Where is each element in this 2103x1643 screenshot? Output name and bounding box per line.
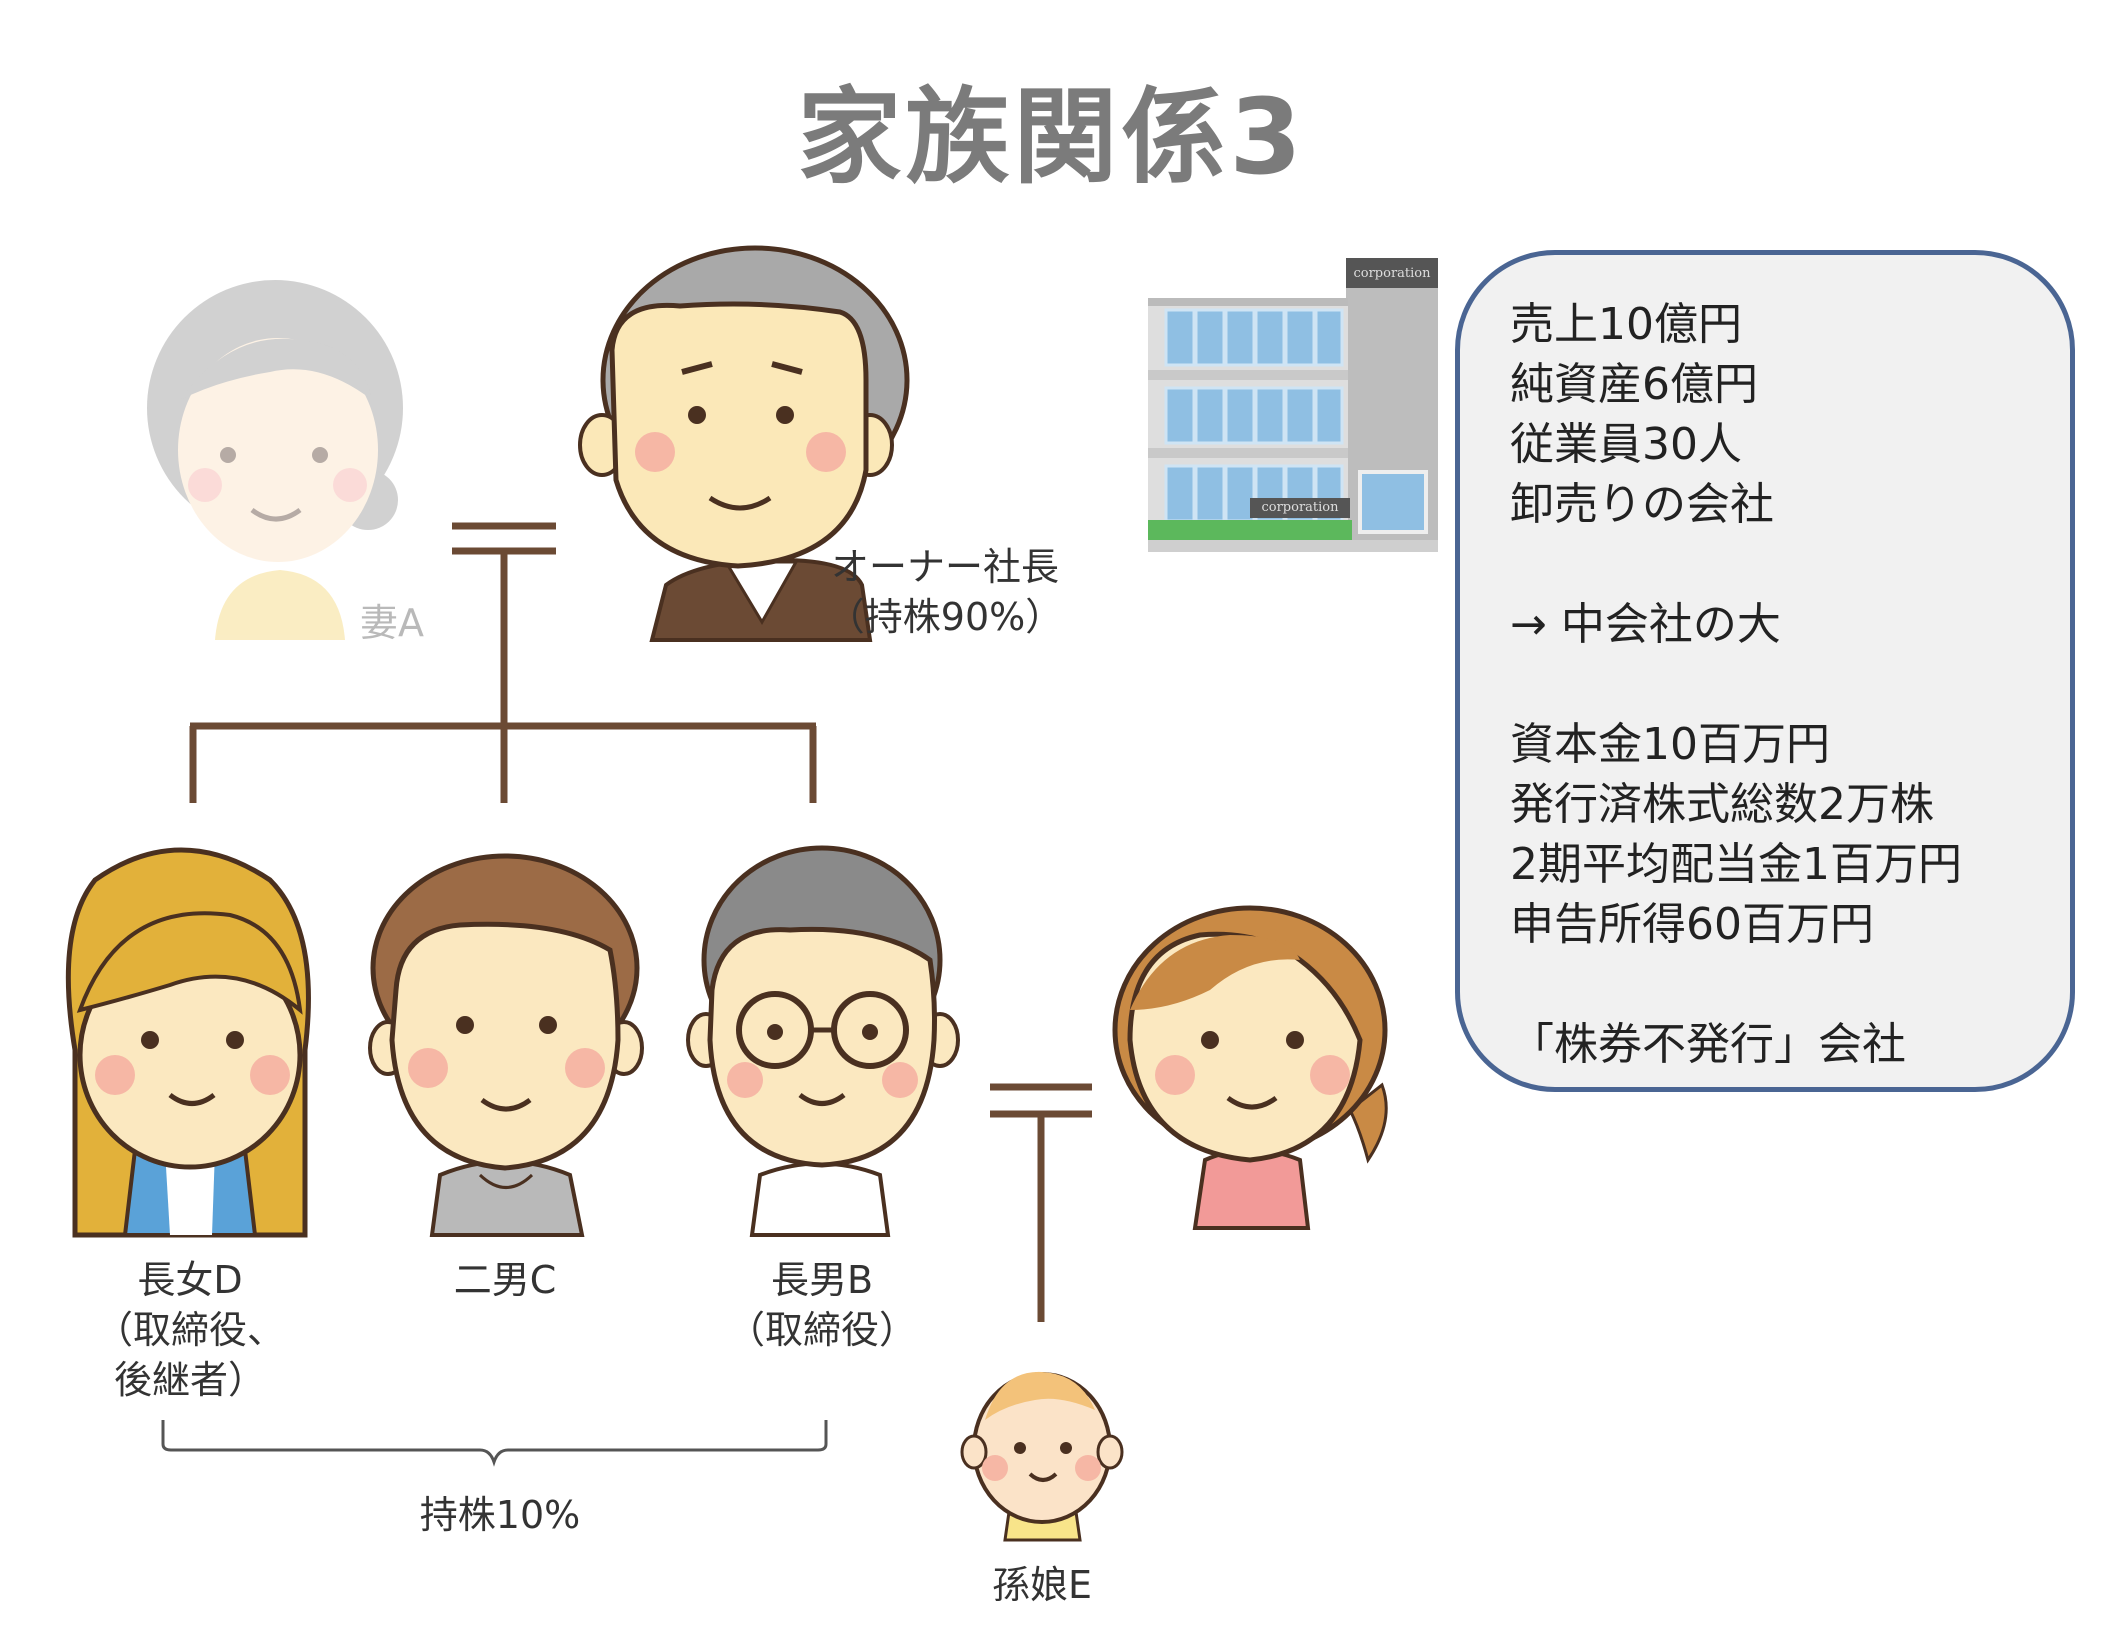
office-building-icon [1148, 258, 1438, 552]
info-sales: 売上10億円 [1510, 299, 1742, 350]
owner-share: （持株90%） [826, 595, 1064, 639]
info-dividend: 2期平均配当金1百万円 [1510, 839, 1962, 890]
owner-name: オーナー社長 [830, 545, 1059, 589]
second-son-label: 二男C [405, 1255, 605, 1305]
tree-lines [189, 522, 1092, 1322]
granddaughter-label: 孫娘E [991, 1563, 1092, 1607]
info-declared-income: 申告所得60百万円 [1510, 899, 1874, 950]
info-industry: 卸売りの会社 [1510, 479, 1774, 530]
eldest-son-name: 長男B [770, 1258, 874, 1302]
daughter-in-law-avatar [1112, 905, 1388, 1230]
info-issued-shares: 発行済株式総数2万株 [1510, 779, 1934, 830]
info-company-size: → 中会社の大 [1510, 599, 1781, 650]
info-blank-2 [1510, 655, 2040, 715]
shareholding-bracket [161, 1420, 828, 1467]
page-title: 家族関係3 [797, 76, 1306, 198]
eldest-daughter-role: （取締役、 [94, 1308, 285, 1352]
wife-label: 妻A [360, 601, 424, 645]
eldest-son-avatar [686, 845, 960, 1237]
owner-avatar [578, 245, 910, 642]
eldest-son-label: 長男B （取締役） [722, 1255, 922, 1355]
info-blank-1 [1510, 535, 2040, 595]
second-son-name: 二男C [453, 1258, 557, 1302]
company-info-box: 売上10億円 純資産6億円 従業員30人 卸売りの会社 → 中会社の大 資本金1… [1455, 250, 2075, 1092]
granddaughter-avatar [960, 1371, 1124, 1542]
eldest-daughter-name: 長女D [137, 1258, 243, 1302]
wife-avatar [147, 280, 403, 640]
eldest-daughter-avatar [65, 847, 311, 1238]
info-blank-3 [1510, 955, 2040, 1015]
eldest-son-role: （取締役） [726, 1308, 917, 1352]
building-sign-top: corporation [1353, 266, 1431, 281]
children-share-label: 持株10% [419, 1493, 581, 1537]
info-employees: 従業員30人 [1510, 419, 1742, 470]
info-no-certificates: 「株券不発行」会社 [1510, 1019, 1906, 1070]
second-son-avatar [368, 853, 644, 1237]
eldest-daughter-successor: 後継者） [113, 1358, 266, 1402]
info-net-assets: 純資産6億円 [1510, 359, 1758, 410]
eldest-daughter-label: 長女D （取締役、 後継者） [70, 1255, 310, 1405]
info-capital: 資本金10百万円 [1510, 719, 1830, 770]
owner-label: オーナー社長 （持株90%） [810, 542, 1080, 642]
building-sign-bottom: corporation [1261, 500, 1339, 515]
